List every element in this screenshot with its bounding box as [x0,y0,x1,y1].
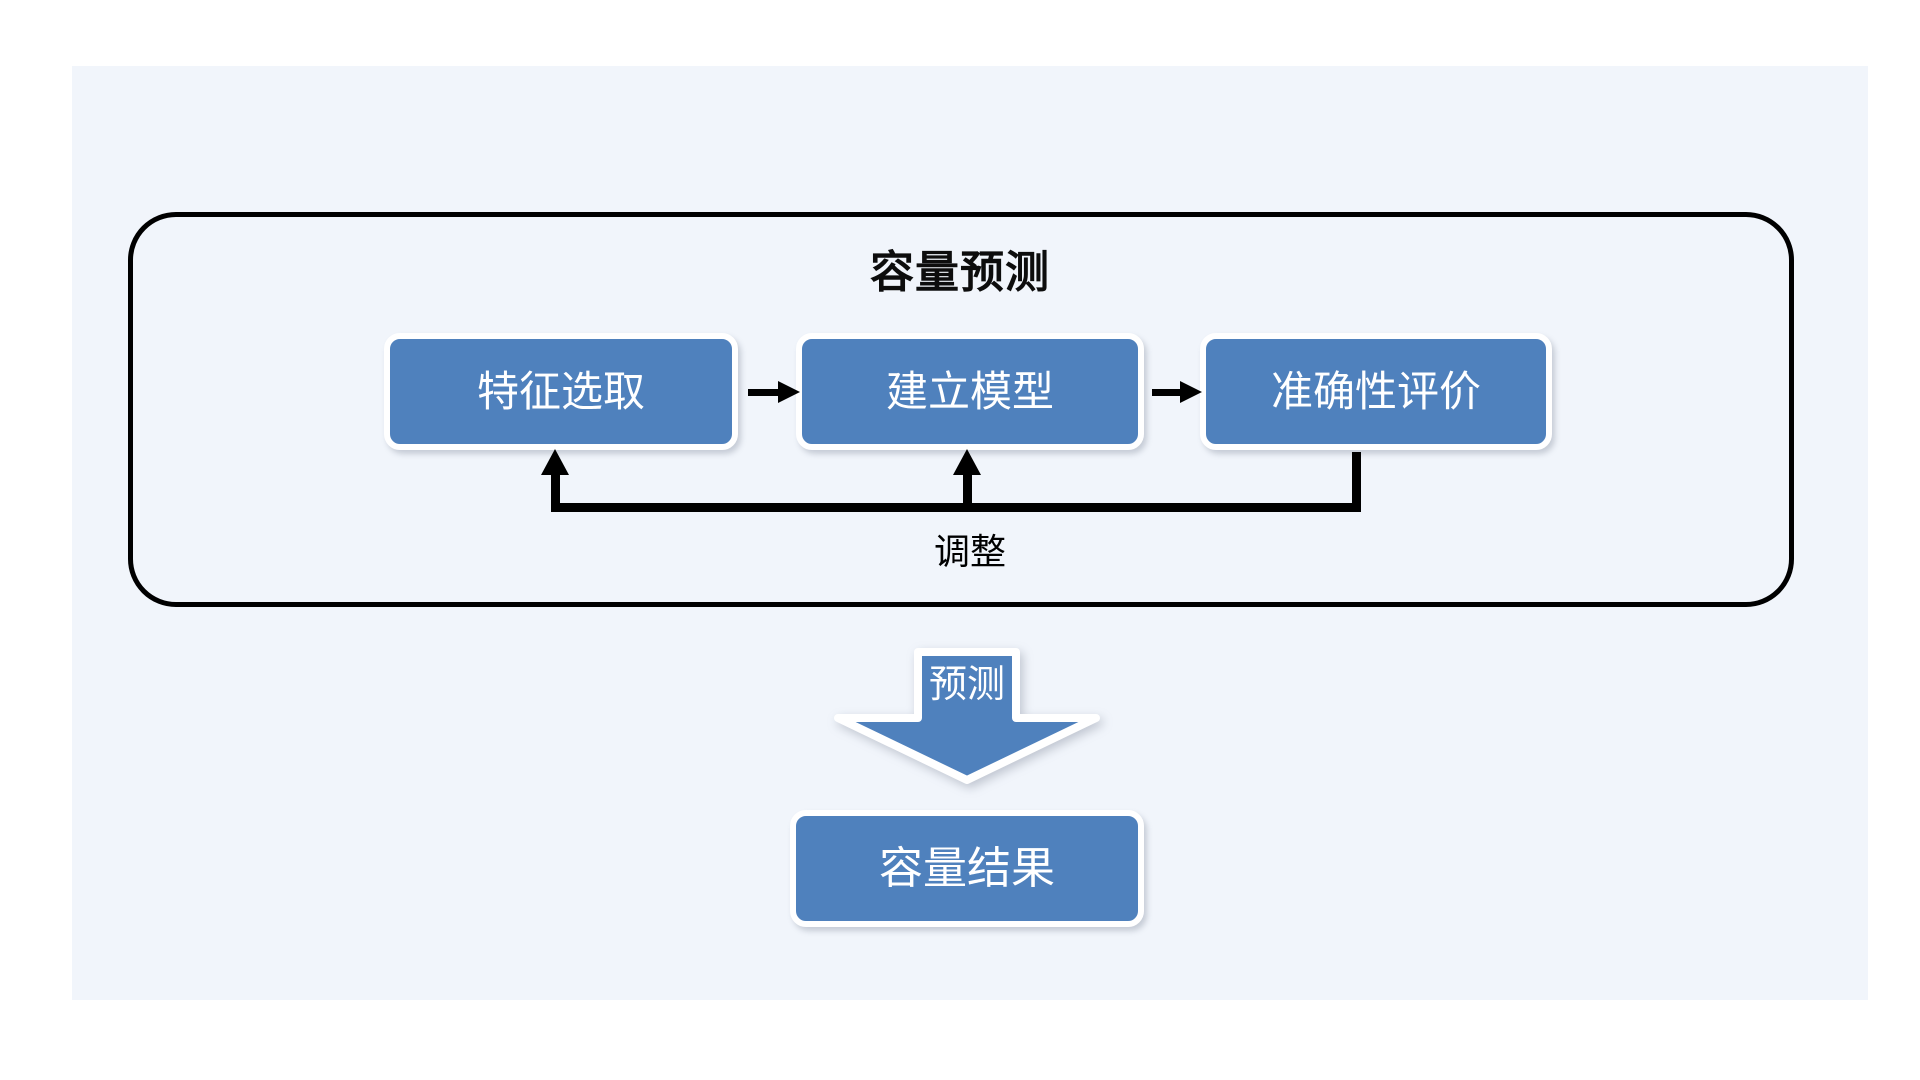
group-title: 容量预测 [870,248,1050,297]
result-box-capacity-result[interactable]: 容量结果 [790,810,1144,927]
feedback-line-up-to-feature [551,470,560,510]
feedback-line-up-to-model [963,470,972,510]
process-box-build-model[interactable]: 建立模型 [796,333,1144,450]
predict-arrow-label: 预测 [928,664,1005,706]
arrow-up-icon-to-model [953,449,981,475]
feedback-line-horizontal [551,503,1361,512]
arrow-shaft [1152,389,1182,396]
arrow-right-icon-model-to-accuracy [1152,381,1202,403]
capacity-prediction-group [128,212,1794,607]
arrow-shaft [748,389,780,396]
feedback-line-down [1352,452,1361,512]
feedback-label-adjust: 调整 [933,531,1006,572]
arrow-up-icon-to-feature [541,449,569,475]
arrow-down-icon-predict [830,648,1104,784]
arrow-right-icon-feature-to-model [748,381,800,403]
arrow-head [778,381,800,403]
process-box-accuracy-evaluation[interactable]: 准确性评价 [1200,333,1552,450]
process-box-feature-selection[interactable]: 特征选取 [384,333,738,450]
arrow-head [1180,381,1202,403]
